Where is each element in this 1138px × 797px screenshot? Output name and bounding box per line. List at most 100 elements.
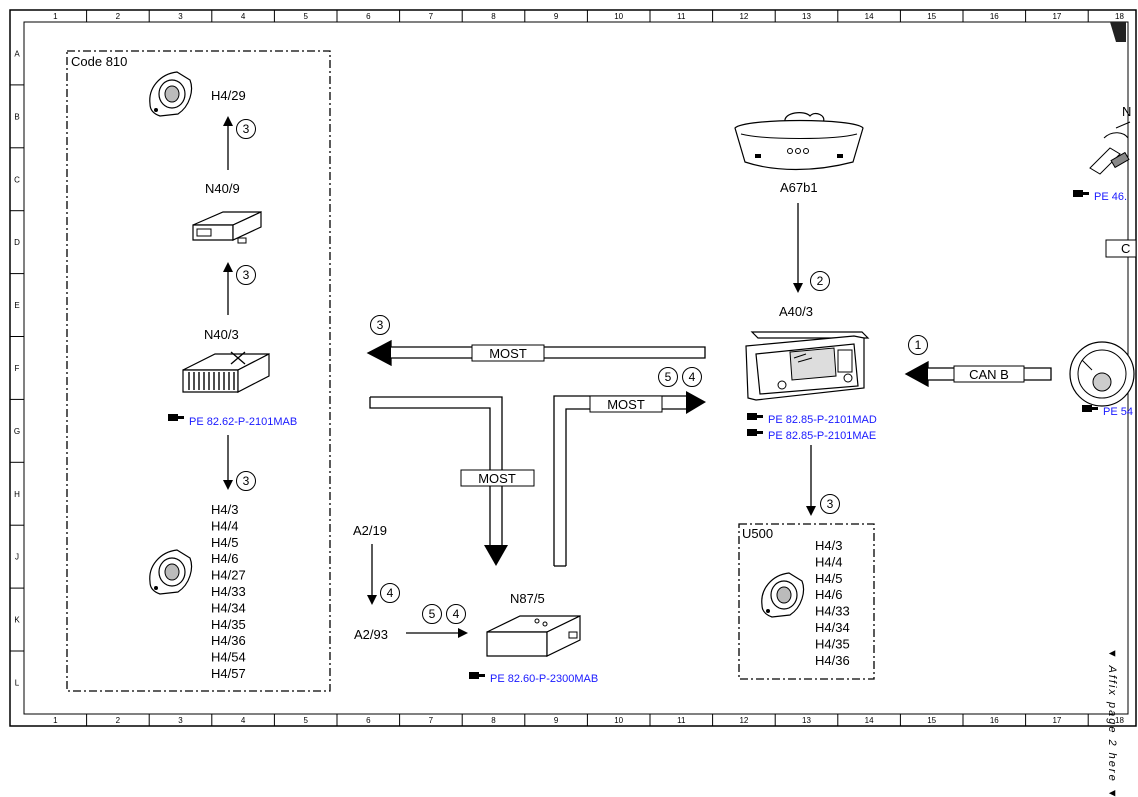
marker-3 xyxy=(236,265,256,285)
right-reference-2: PE 54 xyxy=(1103,406,1133,418)
grid-columns: 1122334455667788991010111112121313141415… xyxy=(53,10,1124,726)
marker-3-label: 3 xyxy=(243,268,250,282)
speaker-list-item: H4/4 xyxy=(815,554,842,569)
marker-4-label: 4 xyxy=(689,370,696,384)
grid-row-label: B xyxy=(14,112,19,121)
marker-4 xyxy=(682,367,702,387)
speaker-list-left: H4/3H4/4H4/5H4/6H4/27H4/33H4/34H4/35H4/3… xyxy=(211,502,246,681)
speaker-list-item: H4/3 xyxy=(815,538,842,553)
marker-5 xyxy=(658,367,678,387)
grid-column-label: 16 xyxy=(990,716,999,725)
n87-5-reference: PE 82.60-P-2300MAB xyxy=(490,673,598,685)
grid-column-label: 8 xyxy=(491,716,496,725)
a40-3-reference-2: PE 82.85-P-2101MAE xyxy=(768,430,876,442)
most-bus-down xyxy=(484,545,508,566)
grid-column-label: 17 xyxy=(1052,716,1061,725)
grid-row-label: A xyxy=(14,49,20,58)
grid-column-label: 13 xyxy=(802,12,811,21)
a40-3-label: A40/3 xyxy=(779,304,813,319)
speaker-list-item: H4/33 xyxy=(815,604,850,619)
grid-column-label: 6 xyxy=(366,716,371,725)
mirror-a67b1-icon xyxy=(734,112,864,171)
partial-box xyxy=(1105,239,1137,258)
speaker-list-item: H4/54 xyxy=(211,650,246,665)
grid-column-label: 15 xyxy=(927,12,936,21)
marker-4-label: 4 xyxy=(453,607,460,621)
marker-4-label: 4 xyxy=(387,586,394,600)
amplifier-n40-3-icon xyxy=(182,351,270,393)
speaker-list-item: H4/34 xyxy=(815,620,850,635)
grid-column-label: 18 xyxy=(1115,716,1124,725)
grid-column-label: 14 xyxy=(865,716,874,725)
a2-19-label: A2/19 xyxy=(353,523,387,538)
grid-row-label: J xyxy=(15,553,19,562)
canb-label: CAN B xyxy=(969,367,1009,382)
partial-box-label: C xyxy=(1121,241,1130,256)
a40-3-reference-1: PE 82.85-P-2101MAD xyxy=(768,414,877,426)
grid-column-label: 16 xyxy=(990,12,999,21)
marker-3 xyxy=(236,119,256,139)
h4-29-label: H4/29 xyxy=(211,88,246,103)
speaker-list-item: H4/33 xyxy=(211,584,246,599)
grid-row-label: L xyxy=(15,678,20,687)
speaker-list-item: H4/57 xyxy=(211,666,246,681)
speaker-list-item: H4/27 xyxy=(211,568,246,583)
marker-3-label: 3 xyxy=(243,474,250,488)
marker-4 xyxy=(446,604,466,624)
speaker-icon xyxy=(149,71,193,117)
n40-3-reference: PE 82.62-P-2101MAB xyxy=(189,416,297,428)
grid-row-label: G xyxy=(14,427,20,436)
grid-row-label: K xyxy=(14,616,20,625)
marker-2-label: 2 xyxy=(817,274,824,288)
grid-row-label: H xyxy=(14,490,20,499)
grid-column-label: 1 xyxy=(53,12,58,21)
grid-column-label: 8 xyxy=(491,12,496,21)
head-unit-a40-3-icon xyxy=(745,331,870,401)
marker-3 xyxy=(820,494,840,514)
grid-column-label: 13 xyxy=(802,716,811,725)
instrument-cluster-icon xyxy=(1069,341,1135,407)
code810-group xyxy=(66,50,331,692)
module-n87-5-icon xyxy=(486,615,581,657)
frame-outer xyxy=(9,9,1137,727)
reference-icon xyxy=(747,429,763,436)
grid-row-label: D xyxy=(14,238,20,247)
speaker-list-item: H4/34 xyxy=(211,600,246,615)
reference-icon xyxy=(1082,405,1098,412)
grid-column-label: 17 xyxy=(1052,12,1061,21)
marker-3 xyxy=(236,471,256,491)
reference-icon xyxy=(1073,190,1089,197)
grid-column-label: 5 xyxy=(303,12,308,21)
grid-column-label: 14 xyxy=(865,12,874,21)
grid-column-label: 7 xyxy=(429,12,434,21)
marker-3-label: 3 xyxy=(377,318,384,332)
marker-5-label: 5 xyxy=(665,370,672,384)
speaker-list-item: H4/6 xyxy=(815,587,842,602)
speaker-list-item: H4/5 xyxy=(211,535,238,550)
n40-3-label: N40/3 xyxy=(204,327,239,342)
u500-group xyxy=(738,523,875,680)
grid-column-label: 10 xyxy=(614,12,623,21)
speaker-list-item: H4/4 xyxy=(211,518,238,533)
most-bus-right xyxy=(686,391,706,414)
grid-column-label: 2 xyxy=(116,716,121,725)
grid-row-label: C xyxy=(14,175,20,184)
speaker-list-item: H4/35 xyxy=(815,636,850,651)
grid-column-label: 15 xyxy=(927,716,936,725)
marker-2 xyxy=(810,271,830,291)
grid-column-label: 11 xyxy=(677,716,686,725)
reference-icon xyxy=(747,413,763,420)
grid-column-label: 10 xyxy=(614,716,623,725)
marker-5-label: 5 xyxy=(429,607,436,621)
grid-row-label: F xyxy=(15,364,20,373)
marker-1 xyxy=(908,335,928,355)
right-reference-1: PE 46. xyxy=(1094,191,1127,203)
speaker-list-item: H4/6 xyxy=(211,551,238,566)
grid-column-label: 1 xyxy=(53,716,58,725)
speaker-list-item: H4/5 xyxy=(815,571,842,586)
sensor-cable-icon xyxy=(1089,121,1131,175)
grid-column-label: 18 xyxy=(1115,12,1124,21)
